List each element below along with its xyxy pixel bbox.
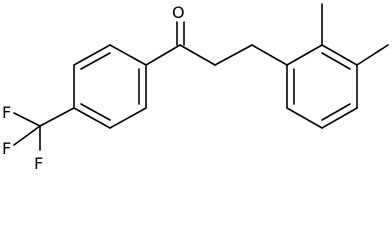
ring-b-bond	[286, 107, 323, 129]
chain-bond	[179, 44, 216, 66]
cf3-attachment-bond	[39, 107, 75, 127]
ring-a-bond	[109, 107, 147, 129]
ring-b-bond	[321, 107, 358, 129]
c-f-bond	[13, 125, 41, 146]
trifluoromethylphenyl-ring	[73, 44, 147, 129]
fluorine-label: F	[34, 154, 43, 173]
chain-bond	[214, 44, 253, 66]
c-f-bond	[13, 112, 41, 127]
propanone-chain: O	[145, 3, 288, 66]
methyl-bond	[356, 44, 389, 66]
aryl-carbonyl-bond	[145, 44, 181, 66]
ring-a-double-bond	[80, 52, 111, 70]
fluorine-label: F	[2, 139, 11, 158]
oxygen-label: O	[172, 3, 185, 22]
ring-b-bond	[286, 44, 323, 66]
fluorine-label: F	[2, 103, 11, 122]
ring-a-bond	[109, 44, 147, 66]
ring-a-bond	[73, 107, 111, 129]
ring-b-double-bond	[321, 103, 351, 121]
ring-a-bond	[73, 44, 111, 66]
dimethylphenyl-ring	[286, 3, 389, 129]
chain-bond	[251, 44, 288, 66]
trifluoromethyl-group: F F F	[2, 103, 75, 173]
ring-b-bond	[321, 44, 358, 66]
chemical-structure-diagram: F F F O	[2, 3, 389, 173]
ring-b-double-bond	[321, 52, 351, 70]
ring-a-double-bond	[80, 103, 111, 121]
